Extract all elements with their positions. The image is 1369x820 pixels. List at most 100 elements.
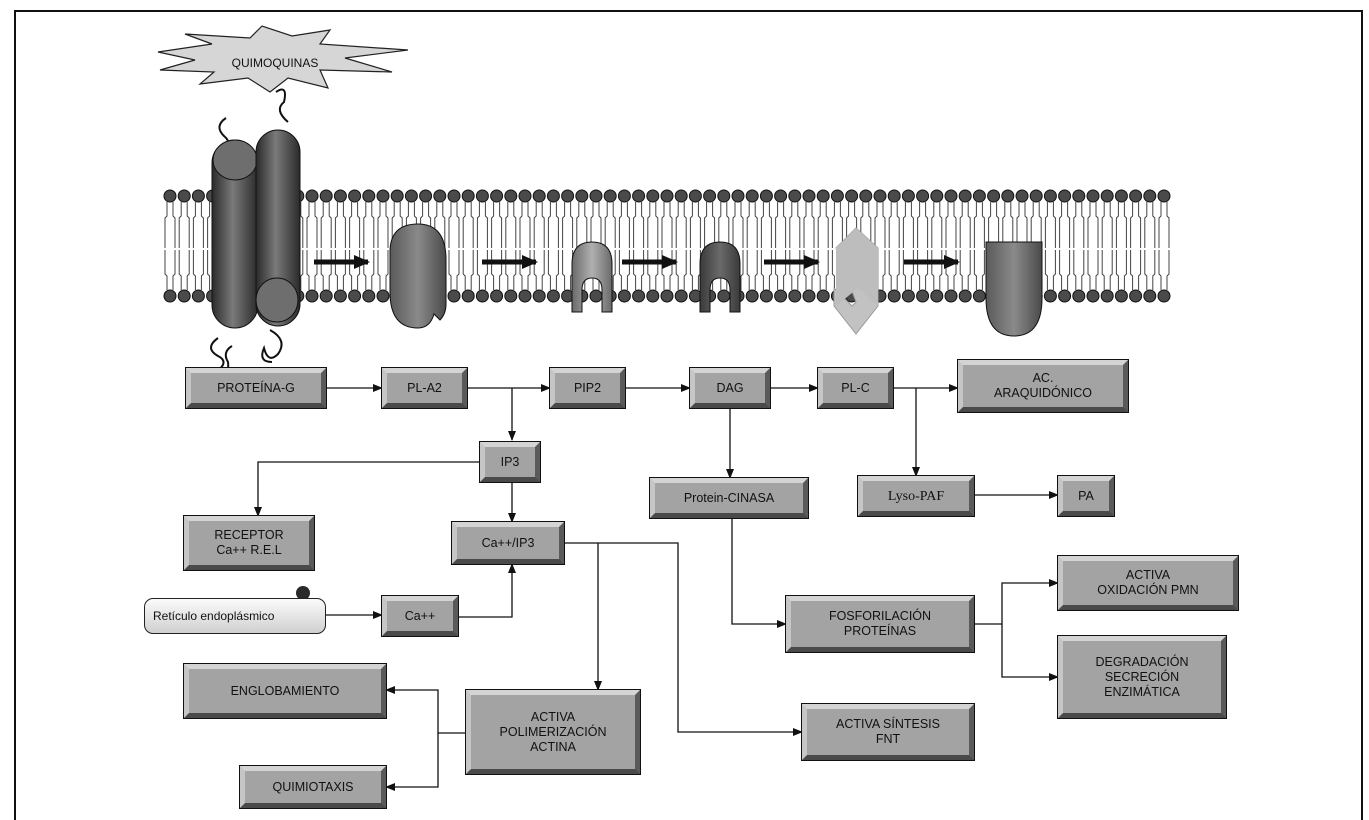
box-dag: DAG: [690, 368, 770, 408]
lipid-head: [760, 190, 772, 202]
lipid-tail: [548, 250, 558, 290]
lipid-head: [491, 290, 503, 302]
lipid-head: [192, 190, 204, 202]
lipid-tail: [463, 202, 473, 248]
receptor-protein: [211, 90, 300, 373]
lipid-head: [576, 190, 588, 202]
lipid-head: [973, 290, 985, 302]
lipid-tail: [761, 250, 771, 290]
lipid-tail: [676, 250, 686, 290]
lipid-head: [959, 290, 971, 302]
lipid-head: [888, 190, 900, 202]
lipid-tail: [335, 202, 345, 248]
box-proteina-g: PROTEÍNA-G: [186, 368, 326, 408]
lipid-head: [434, 190, 446, 202]
lipid-tail: [1088, 202, 1098, 248]
box-pip2: PIP2: [550, 368, 625, 408]
lipid-tail: [676, 202, 686, 248]
lipid-tail: [974, 202, 984, 248]
lipid-head: [775, 190, 787, 202]
lipid-head: [178, 290, 190, 302]
lipid-head: [1087, 190, 1099, 202]
lipid-head: [178, 190, 190, 202]
lipid-head: [675, 190, 687, 202]
lipid-tail: [1131, 202, 1141, 248]
lipid-head: [505, 290, 517, 302]
lipid-tail: [804, 202, 814, 248]
lipid-tail: [534, 250, 544, 290]
lipid-tail: [477, 250, 487, 290]
lipid-tail: [1003, 202, 1013, 248]
box-fosforilacion: FOSFORILACIÓN PROTEÍNAS: [786, 596, 974, 652]
lipid-tail: [747, 250, 757, 290]
lipid-tail: [1116, 250, 1126, 290]
lipid-head: [618, 290, 630, 302]
lipid-tail: [761, 202, 771, 248]
box-activa-polimerizacion: ACTIVA POLIMERIZACIÓN ACTINA: [466, 690, 640, 774]
lipid-head: [633, 190, 645, 202]
lipid-head: [661, 190, 673, 202]
box-lyso-paf: Lyso-PAF: [858, 476, 974, 516]
box-quimiotaxis: QUIMIOTAXIS: [240, 766, 386, 808]
lipid-head: [689, 190, 701, 202]
lipid-tail: [733, 202, 743, 248]
lipid-tail: [591, 202, 601, 248]
box-ca-ip3: Ca++/IP3: [452, 522, 564, 564]
lipid-tail: [1145, 202, 1155, 248]
lipid-tail: [1159, 250, 1169, 290]
lipid-tail: [1116, 202, 1126, 248]
lipid-tail: [463, 250, 473, 290]
lipid-head: [789, 290, 801, 302]
lipid-head: [718, 190, 730, 202]
lipid-head: [945, 190, 957, 202]
lipid-tail: [520, 250, 530, 290]
lipid-tail: [946, 202, 956, 248]
lipid-head: [817, 190, 829, 202]
lipid-head: [1130, 190, 1142, 202]
lipid-head: [519, 290, 531, 302]
lipid-tail: [1145, 250, 1155, 290]
lipid-head: [1059, 290, 1071, 302]
lipid-head: [803, 290, 815, 302]
lipid-head: [1130, 290, 1142, 302]
lipid-tail: [563, 202, 573, 248]
lipid-tail: [520, 202, 530, 248]
lipid-tail: [1102, 202, 1112, 248]
lipid-head: [420, 190, 432, 202]
lipid-tail: [705, 202, 715, 248]
lipid-tail: [634, 202, 644, 248]
lipid-tail: [1045, 202, 1055, 248]
lipid-head: [917, 190, 929, 202]
lipid-head: [306, 290, 318, 302]
box-pl-a2: PL-A2: [382, 368, 467, 408]
lipid-head: [590, 190, 602, 202]
lipid-head: [633, 290, 645, 302]
lipid-tail: [506, 250, 516, 290]
lipid-tail: [1060, 250, 1070, 290]
lipid-head: [718, 290, 730, 302]
lipid-head: [1144, 290, 1156, 302]
lipid-head: [817, 290, 829, 302]
lipid-tail: [1045, 250, 1055, 290]
lipid-head: [533, 290, 545, 302]
lipid-tail: [974, 250, 984, 290]
lipid-tail: [690, 202, 700, 248]
lipid-head: [1073, 290, 1085, 302]
lipid-head: [789, 190, 801, 202]
lipid-head: [1115, 290, 1127, 302]
lipid-tail: [492, 250, 502, 290]
lipid-tail: [449, 250, 459, 290]
lipid-head: [1101, 190, 1113, 202]
lipid-head: [519, 190, 531, 202]
lipid-head: [377, 290, 389, 302]
box-activa-oxidacion: ACTIVA OXIDACIÓN PMN: [1058, 556, 1238, 610]
lipid-head: [803, 190, 815, 202]
lipid-head: [874, 190, 886, 202]
lipid-head: [732, 190, 744, 202]
lipid-head: [704, 190, 716, 202]
lipid-tail: [634, 250, 644, 290]
lipid-head: [1002, 190, 1014, 202]
lipid-head: [164, 290, 176, 302]
lipid-tail: [747, 202, 757, 248]
